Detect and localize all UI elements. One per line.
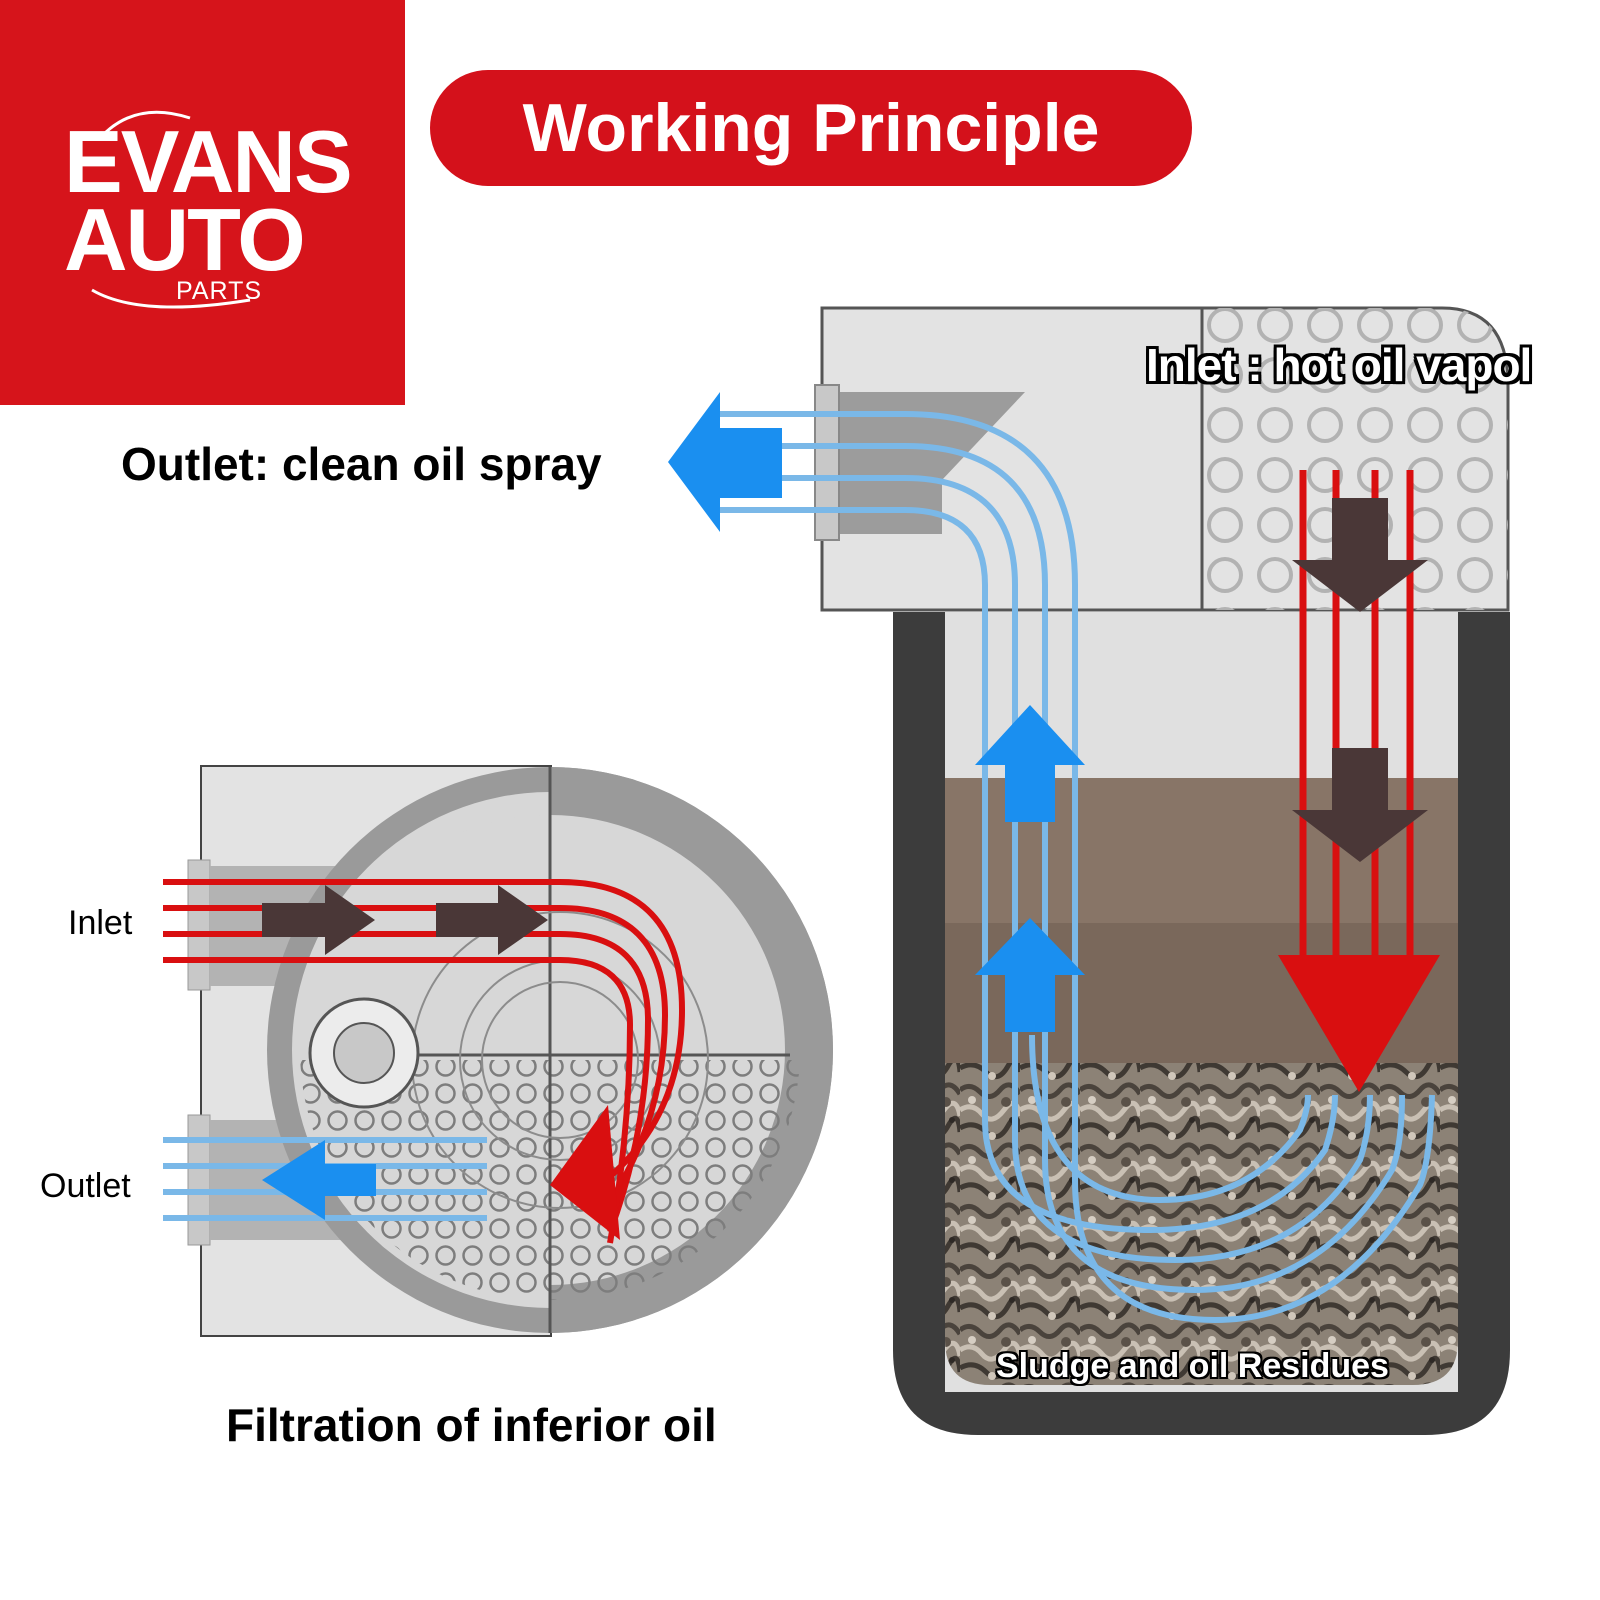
title-banner: Working Principle bbox=[430, 70, 1192, 186]
filter-red-arrow-icon bbox=[550, 1105, 620, 1240]
logo-line-evans: EVANS bbox=[64, 112, 353, 211]
page-title: Working Principle bbox=[522, 90, 1100, 166]
hot-oil-arrow-down-icon bbox=[1278, 955, 1440, 1092]
brand-logo: EVANS AUTO PARTS bbox=[0, 0, 405, 405]
inlet-hot-flow-lines bbox=[163, 879, 686, 1244]
label-outlet-clean-oil-spray: Outlet: clean oil spray bbox=[121, 438, 602, 490]
inlet-dark-arrow-icons bbox=[262, 885, 548, 955]
label-inlet-hot-oil-vapol: Inlet : hot oil vapol bbox=[1146, 339, 1532, 391]
logo-swoosh-icon bbox=[91, 110, 251, 309]
outlet-clean-arrow-icon bbox=[262, 1140, 376, 1220]
clean-oil-arrow-up-icons bbox=[975, 705, 1085, 1032]
separator-head bbox=[814, 306, 1510, 612]
clean-oil-outlet-arrow-icon bbox=[668, 392, 782, 532]
label-inlet: Inlet bbox=[68, 904, 133, 942]
filtration-unit bbox=[187, 765, 833, 1337]
clean-oil-flow-lines bbox=[712, 411, 1435, 1324]
logo-line-auto: AUTO bbox=[64, 190, 306, 289]
dark-arrow-down-icons bbox=[1292, 498, 1428, 862]
label-outlet: Outlet bbox=[40, 1167, 131, 1205]
label-sludge-residues: Sludge and oil Residues bbox=[996, 1347, 1389, 1385]
logo-line-parts: PARTS bbox=[176, 277, 263, 305]
label-filtration-inferior-oil: Filtration of inferior oil bbox=[226, 1399, 717, 1451]
